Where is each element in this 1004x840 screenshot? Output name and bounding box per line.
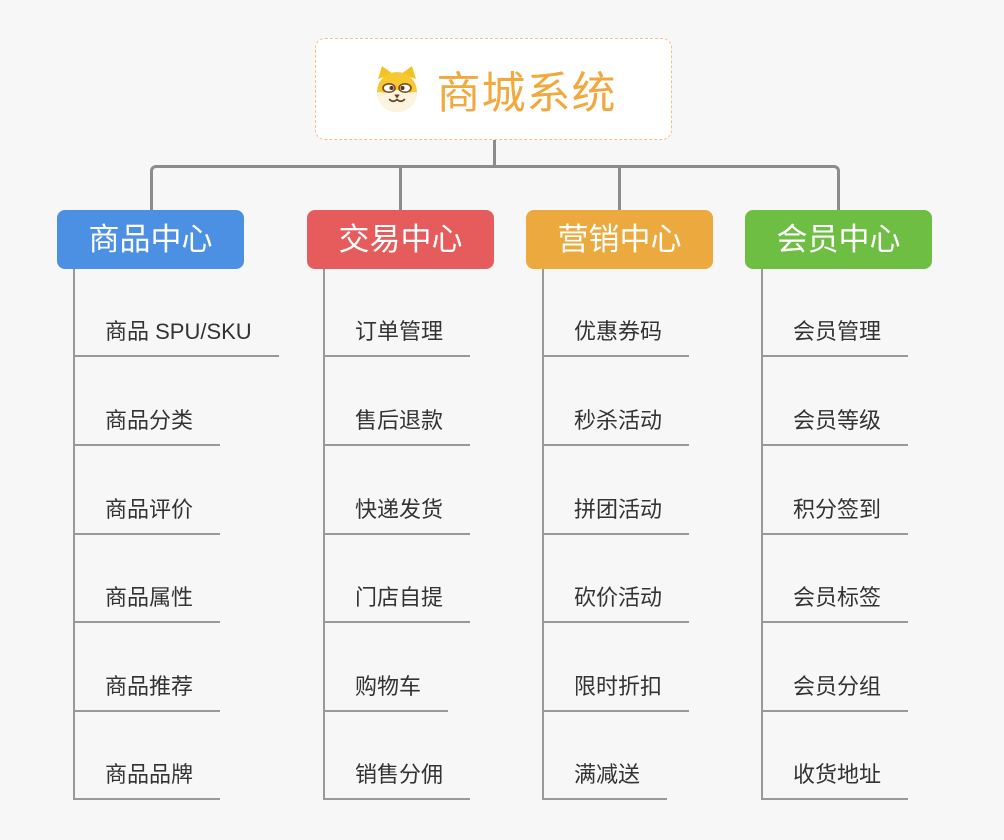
branch-node-members[interactable]: 会员中心 (745, 210, 932, 269)
dog-icon (371, 65, 423, 113)
leaf-node[interactable]: 限时折扣 (542, 672, 690, 712)
leaf-node[interactable]: 销售分佣 (323, 760, 471, 800)
branch-column-trade: 交易中心 订单管理 售后退款 快递发货 门店自提 购物车 销售分佣 (307, 210, 494, 810)
root-node-mall-system[interactable]: 商城系统 (315, 38, 672, 140)
leaf-node[interactable]: 商品分类 (73, 406, 221, 446)
connector-drop-marketing (618, 168, 621, 210)
leaf-node[interactable]: 商品推荐 (73, 672, 221, 712)
connector-drop-trade (399, 168, 402, 210)
leaf-node[interactable]: 会员管理 (761, 317, 909, 357)
leaf-node[interactable]: 拼团活动 (542, 495, 690, 535)
leaf-node[interactable]: 满减送 (542, 760, 668, 800)
leaf-node[interactable]: 商品品牌 (73, 760, 221, 800)
connector-root-stem (493, 137, 496, 166)
leaf-node[interactable]: 会员等级 (761, 406, 909, 446)
branch-column-products: 商品中心 商品 SPU/SKU 商品分类 商品评价 商品属性 商品推荐 商品品牌 (57, 210, 279, 810)
leaf-node[interactable]: 快递发货 (323, 495, 471, 535)
branch-node-products[interactable]: 商品中心 (57, 210, 244, 269)
branch-column-members: 会员中心 会员管理 会员等级 积分签到 会员标签 会员分组 收货地址 (745, 210, 932, 810)
root-title: 商城系统 (436, 69, 617, 118)
leaf-node[interactable]: 商品属性 (73, 583, 221, 623)
leaf-node[interactable]: 售后退款 (323, 406, 471, 446)
leaf-node[interactable]: 积分签到 (761, 495, 909, 535)
leaf-node[interactable]: 优惠券码 (542, 317, 690, 357)
leaf-node[interactable]: 收货地址 (761, 760, 909, 800)
leaf-node[interactable]: 购物车 (323, 672, 449, 712)
connector-bus-left (150, 165, 495, 210)
branch-node-trade[interactable]: 交易中心 (307, 210, 494, 269)
leaf-node[interactable]: 秒杀活动 (542, 406, 690, 446)
connector-bus-right (495, 165, 840, 210)
leaf-node[interactable]: 商品 SPU/SKU (73, 317, 279, 357)
branch-node-marketing[interactable]: 营销中心 (526, 210, 713, 269)
leaf-node[interactable]: 订单管理 (323, 317, 471, 357)
leaf-node[interactable]: 会员标签 (761, 583, 909, 623)
leaf-node[interactable]: 商品评价 (73, 495, 221, 535)
leaf-node[interactable]: 门店自提 (323, 583, 471, 623)
leaf-node[interactable]: 砍价活动 (542, 583, 690, 623)
leaf-node[interactable]: 会员分组 (761, 672, 909, 712)
branch-column-marketing: 营销中心 优惠券码 秒杀活动 拼团活动 砍价活动 限时折扣 满减送 (526, 210, 713, 810)
